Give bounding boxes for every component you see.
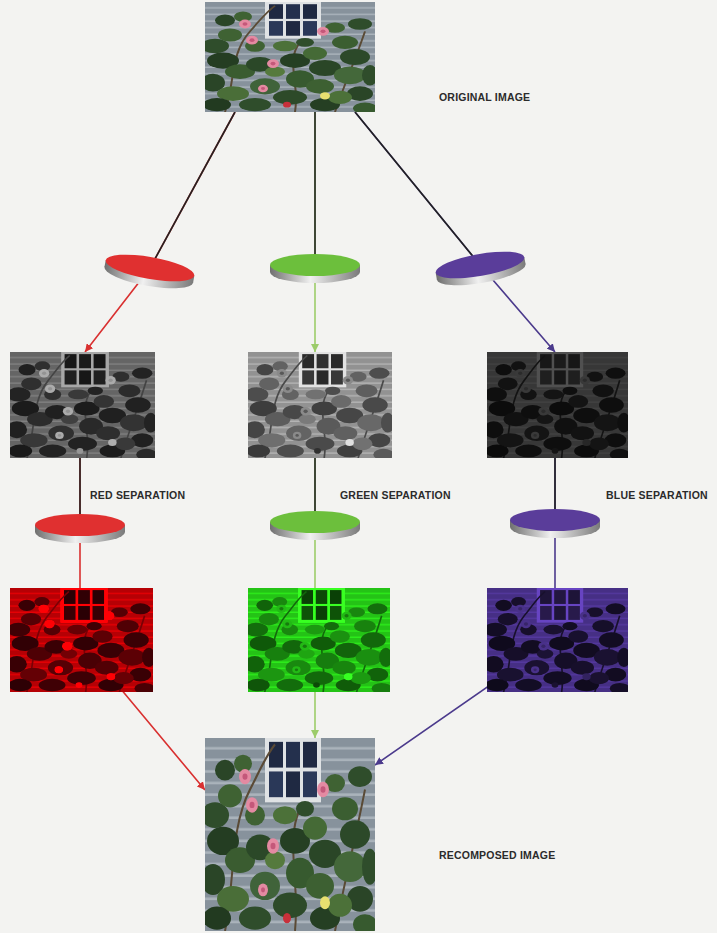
image-panel: BLUE SEPARATION	[487, 352, 628, 458]
image-label: RECOMPOSED IMAGE	[437, 848, 557, 863]
lead-lines-part	[150, 112, 235, 268]
red-separation-photo	[7, 352, 158, 460]
original-photo	[201, 2, 378, 114]
recomposed-photo	[201, 738, 378, 933]
blue-tinted-photo	[484, 588, 631, 694]
image-panel: RECOMPOSED IMAGE	[205, 738, 375, 931]
green-filter-disc-part	[270, 511, 360, 533]
red-filter-disc-part	[104, 249, 196, 286]
original-photo-part	[201, 2, 378, 114]
connector	[314, 112, 316, 352]
blue-filter-disc	[434, 246, 528, 290]
blue-separation-photo	[484, 352, 631, 460]
blue-filter-disc-part	[434, 246, 526, 283]
connector	[355, 112, 555, 352]
red-tinted-photo-part	[7, 588, 156, 694]
green-filter-disc	[270, 511, 360, 540]
image-label: BLUE SEPARATION	[604, 488, 710, 503]
lead-lines	[80, 112, 555, 525]
blue-filter-disc-part	[510, 509, 600, 531]
image-panel: RED SEPARATION	[10, 352, 155, 458]
connector	[85, 112, 235, 352]
green-separation-photo-part	[245, 352, 395, 460]
blue-tinted-photo-part	[484, 588, 631, 694]
image-label: GREEN SEPARATION	[338, 488, 453, 503]
image-panel: ORIGINAL IMAGE	[205, 2, 375, 112]
blue-separation-photo-part	[484, 352, 631, 460]
image-panel: GREEN SEPARATION	[248, 352, 392, 458]
green-filter-disc-part	[270, 254, 360, 276]
green-separation-photo	[245, 352, 395, 460]
red-filter-disc-part	[35, 514, 125, 536]
green-tinted-photo-part	[245, 588, 393, 694]
green-filter-disc	[270, 254, 360, 283]
red-separation-photo-part	[7, 352, 158, 460]
recomposed-photo-part	[201, 738, 378, 933]
green-tinted-photo	[245, 588, 393, 694]
image-label: ORIGINAL IMAGE	[437, 90, 532, 105]
red-filter-disc	[35, 514, 125, 543]
red-filter-disc	[103, 249, 197, 293]
red-tinted-photo	[7, 588, 156, 694]
lead-lines-part	[355, 112, 480, 265]
blue-filter-disc	[510, 509, 600, 538]
image-label: RED SEPARATION	[88, 488, 187, 503]
lead-lines-part	[314, 112, 316, 265]
